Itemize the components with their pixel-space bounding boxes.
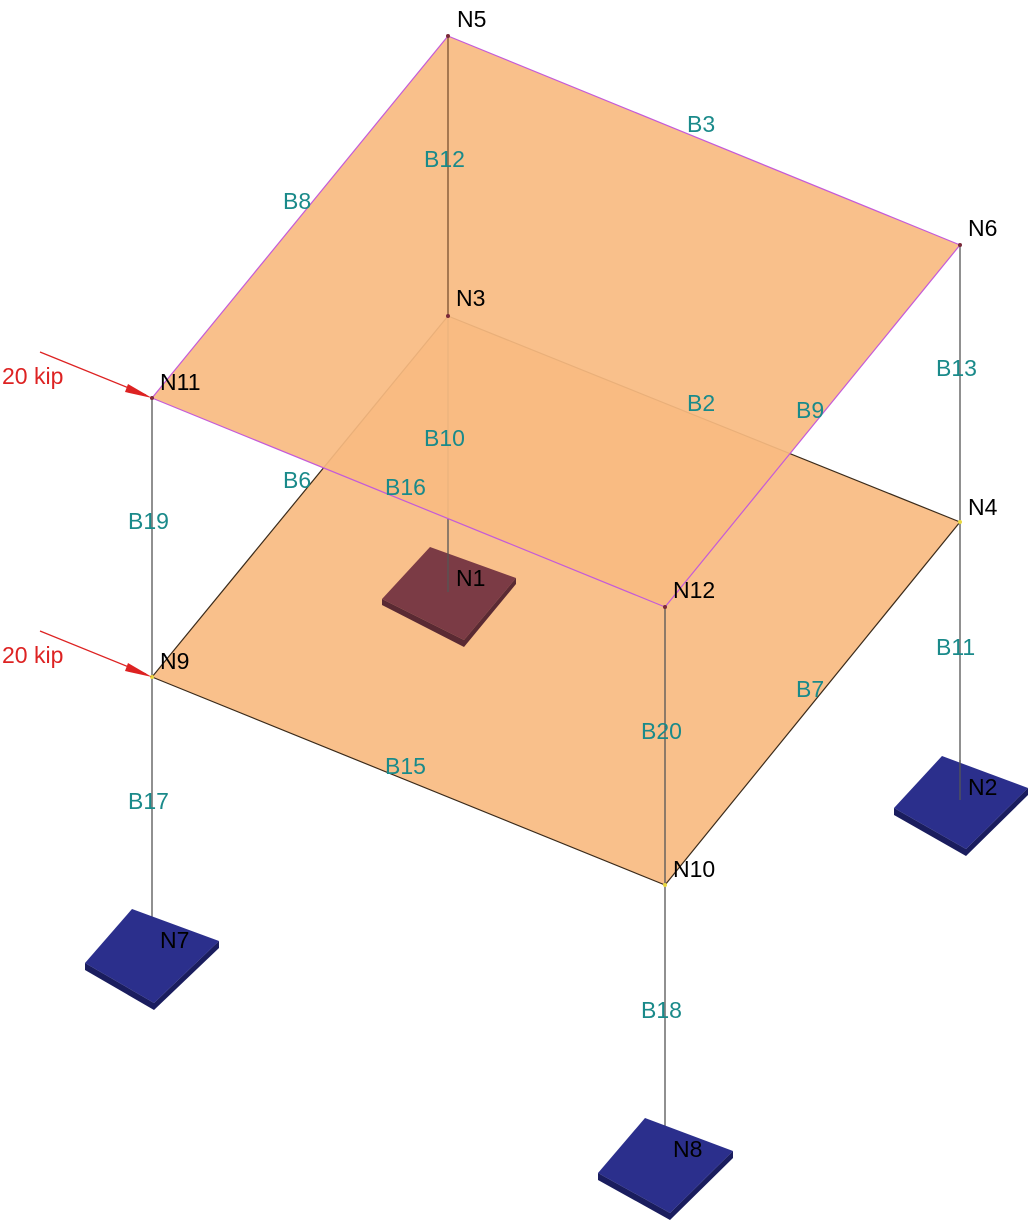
node-label-n11: N11 (160, 369, 201, 395)
beam-label-b16: B16 (385, 474, 426, 500)
beam-label-b8: B8 (283, 188, 311, 214)
node-dot-n6[interactable] (958, 243, 962, 247)
beam-label-b2: B2 (687, 390, 715, 416)
edge-b3[interactable] (447, 35, 961, 246)
core-footing-side (382, 578, 516, 647)
node-dot-n12[interactable] (663, 605, 667, 609)
load-label-lower: 20 kip (2, 642, 63, 668)
footing-n2[interactable] (894, 756, 1028, 856)
node-dot-n10[interactable] (663, 883, 667, 887)
beam-label-b20: B20 (641, 718, 682, 744)
node-label-n2: N2 (968, 774, 997, 800)
node-label-n1: N1 (456, 565, 485, 591)
load-arrow-upper[interactable] (39, 351, 152, 398)
beam-label-b15: B15 (385, 753, 426, 779)
node-label-n7: N7 (160, 927, 189, 953)
node-label-n5: N5 (457, 6, 486, 32)
beam-label-b18: B18 (641, 997, 682, 1023)
node-dot-n4[interactable] (958, 520, 962, 524)
load-arrow-lower[interactable] (39, 630, 152, 677)
node-label-n3: N3 (456, 285, 485, 311)
beam-label-b9: B9 (796, 397, 824, 423)
beam-label-b12: B12 (424, 146, 465, 172)
footing-n7[interactable] (85, 909, 219, 1010)
beam-label-b7: B7 (796, 676, 824, 702)
node-label-n8: N8 (673, 1136, 702, 1162)
edge-b9[interactable] (664, 244, 961, 608)
edge-b16[interactable] (151, 397, 666, 608)
node-dot-n5[interactable] (446, 34, 450, 38)
node-label-n12: N12 (673, 577, 715, 603)
edge-b7[interactable] (664, 521, 961, 886)
core-footing[interactable] (382, 547, 516, 647)
beam-label-b19: B19 (128, 508, 169, 534)
beam-label-b6: B6 (283, 467, 311, 493)
core-footing-top (382, 547, 516, 640)
upper-floor-slab[interactable] (152, 36, 960, 607)
node-label-n6: N6 (968, 215, 997, 241)
edge-b15[interactable] (151, 676, 666, 886)
edge-b8[interactable] (151, 35, 449, 399)
load-label-upper: 20 kip (2, 363, 63, 389)
node-label-n9: N9 (160, 648, 189, 674)
node-label-n4: N4 (968, 494, 998, 520)
beam-label-b17: B17 (128, 788, 169, 814)
node-label-n10: N10 (673, 856, 715, 882)
beam-label-b3: B3 (687, 111, 715, 137)
beam-label-b11: B11 (936, 634, 975, 660)
beam-label-b10: B10 (424, 425, 465, 451)
beam-label-b13: B13 (936, 355, 977, 381)
node-dot-n3[interactable] (446, 314, 450, 318)
footing-n8[interactable] (598, 1118, 733, 1220)
